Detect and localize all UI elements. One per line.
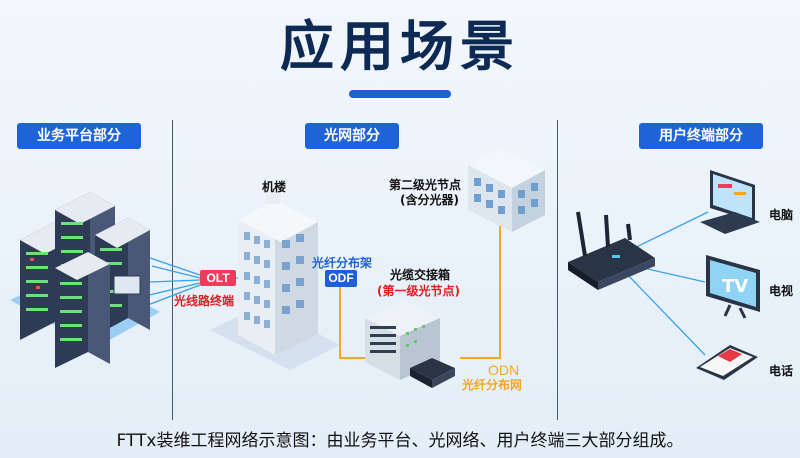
page-title: 应用场景 (280, 15, 520, 78)
diagram-caption: FTTx装维工程网络示意图：由业务平台、光网络、用户终端三大部分组成。 (116, 431, 684, 451)
computer-icon (700, 170, 760, 234)
server-olt-links (139, 257, 201, 309)
second-node-label-line2: (含分光器) (400, 193, 459, 207)
tv-icon: TV (706, 255, 760, 319)
building-label: 机楼 (262, 180, 287, 194)
central-office-building-icon (210, 190, 340, 370)
olt-desc-label: 光线路终端 (174, 294, 235, 308)
olt-tag: OLT (200, 270, 236, 286)
odf-tag: ODF (325, 270, 357, 287)
phone-icon (696, 345, 758, 380)
computer-label: 电脑 (769, 208, 794, 222)
fiber-path (339, 225, 501, 359)
odf-desc-label: 光纤分布架 (312, 256, 373, 270)
section-optical-label: 光网部分 (305, 123, 399, 149)
odn-label: ODN (488, 362, 520, 378)
cabinet-label-line1: 光缆交接箱 (390, 268, 451, 282)
divider-left (172, 120, 173, 420)
second-level-node-building-icon (468, 148, 545, 232)
tv-label: 电视 (769, 284, 794, 298)
cabinet-label-line2: (第一级光节点) (377, 284, 460, 298)
divider-right (557, 120, 558, 420)
tv-screen-text: TV (722, 276, 748, 297)
title-underline (349, 90, 451, 98)
section-terminal-label: 用户终端部分 (639, 123, 763, 149)
router-icon (568, 211, 655, 290)
phone-label: 电话 (769, 364, 794, 378)
cross-connect-cabinet-icon (365, 300, 455, 388)
odn-desc-label: 光纤分布网 (462, 378, 523, 392)
server-racks-icon (10, 192, 160, 368)
section-business-label: 业务平台部分 (17, 123, 141, 149)
second-node-label-line1: 第二级光节点 (389, 178, 462, 192)
router-device-links (619, 211, 709, 356)
